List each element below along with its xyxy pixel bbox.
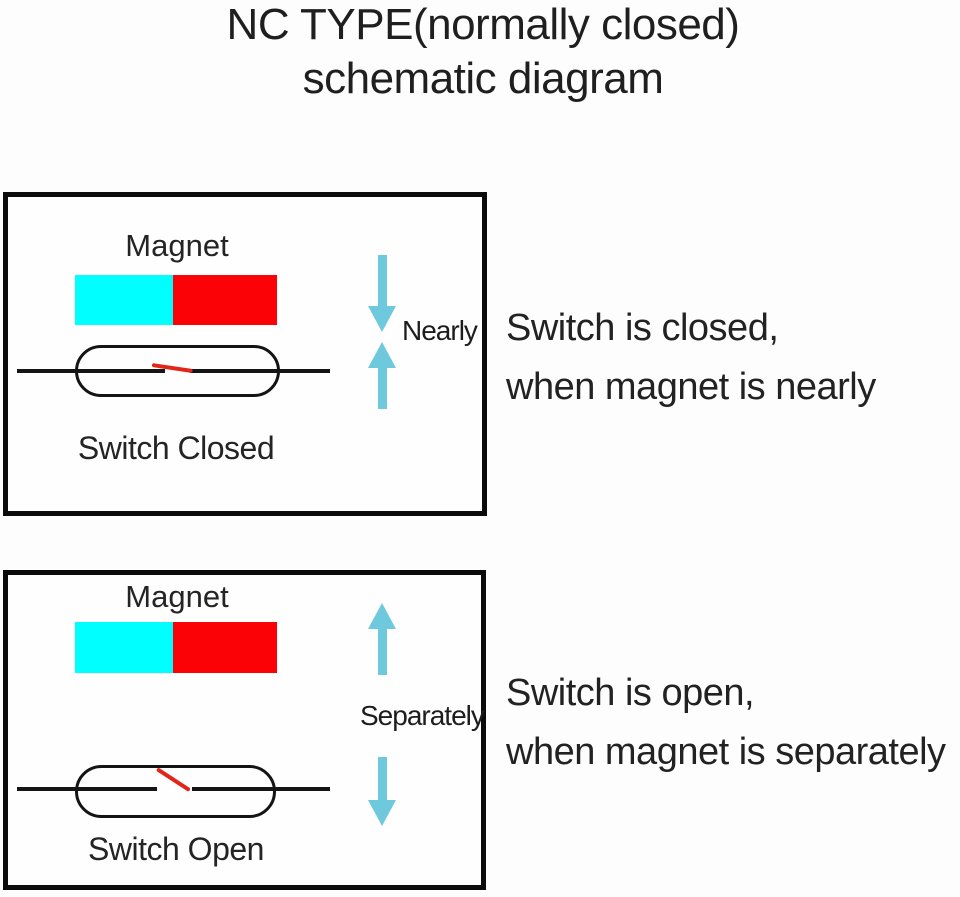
page-title: NC TYPE(normally closed) schematic diagr…	[13, 0, 953, 106]
wire-left-open	[17, 787, 157, 791]
arrow-down-icon	[368, 757, 396, 827]
wire-right-open	[192, 787, 330, 791]
magnet-label-closed: Magnet	[125, 228, 229, 263]
arrow-down-icon	[368, 255, 396, 332]
caption-closed-line1: Switch is closed,	[506, 307, 779, 349]
switch-state-label-open: Switch Open	[88, 831, 264, 867]
caption-closed-line2: when magnet is nearly	[506, 366, 876, 408]
arrow-up-icon	[368, 342, 396, 409]
page-title-line2: schematic diagram	[302, 54, 664, 103]
proximity-label-nearly: Nearly	[402, 315, 478, 346]
magnet-south-pole	[173, 275, 277, 325]
proximity-label-separately: Separately	[360, 700, 485, 731]
magnet-bar-open	[75, 622, 277, 673]
caption-closed: Switch is closed, when magnet is nearly	[506, 299, 876, 417]
magnet-label-open: Magnet	[125, 579, 229, 614]
magnet-south-pole	[173, 622, 277, 673]
magnet-north-pole	[75, 622, 173, 673]
wire-right-closed	[190, 369, 330, 373]
switch-state-label-closed: Switch Closed	[77, 430, 275, 466]
wire-left-closed	[17, 369, 165, 373]
caption-open: Switch is open, when magnet is separatel…	[506, 664, 946, 782]
reed-switch-capsule-open	[75, 765, 276, 818]
caption-open-line1: Switch is open,	[506, 672, 755, 714]
caption-open-line2: when magnet is separately	[506, 731, 946, 773]
page-title-line1: NC TYPE(normally closed)	[226, 0, 740, 49]
magnet-north-pole	[75, 275, 173, 325]
arrow-up-icon	[368, 603, 396, 675]
magnet-bar-closed	[75, 275, 277, 325]
